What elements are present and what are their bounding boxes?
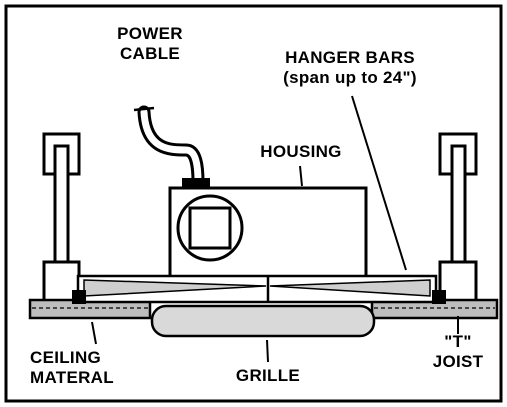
grille bbox=[150, 304, 376, 338]
label-grille: GRILLE bbox=[235, 366, 301, 385]
right-t-joist bbox=[438, 132, 478, 316]
power-cable bbox=[133, 105, 210, 189]
label-hanger-bars: HANGER BARS (span up to 24") bbox=[283, 48, 417, 87]
label-power-cable: POWER CABLE bbox=[117, 24, 183, 63]
left-t-joist bbox=[42, 132, 81, 316]
leader-lines bbox=[91, 95, 459, 363]
label-housing: HOUSING bbox=[260, 142, 342, 161]
junction-box-plate bbox=[188, 206, 232, 250]
label-ceiling-material: CEILING MATERAL bbox=[30, 348, 114, 387]
hanger-bars bbox=[72, 274, 446, 304]
label-t-joist: "T" JOIST bbox=[432, 332, 484, 371]
